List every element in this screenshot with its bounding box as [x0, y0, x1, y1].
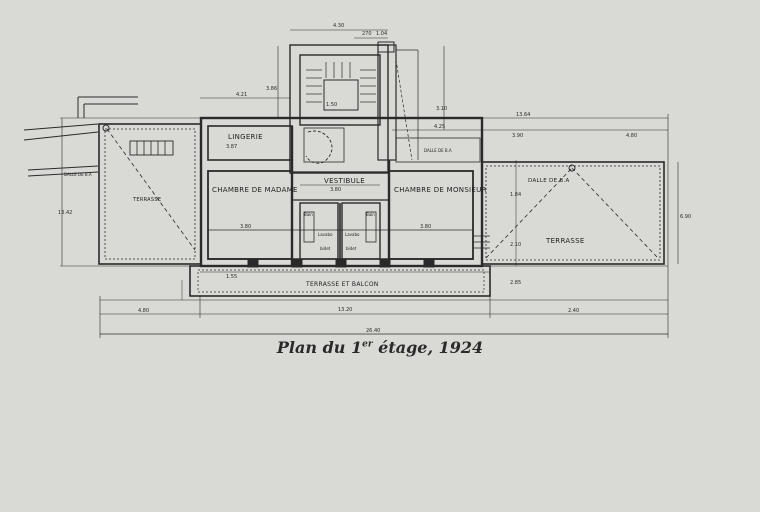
stair-tower — [289, 44, 389, 174]
terrasse-right-label: TERRASSE — [545, 237, 585, 245]
lavabo-left-label: Lavabo — [318, 232, 333, 237]
stair-well — [299, 54, 381, 126]
bain-left-label: Bain — [304, 212, 313, 217]
dim-label: 13.64 — [516, 112, 530, 118]
bidet-left-label: bidet — [320, 246, 331, 251]
dalle-strip — [395, 137, 481, 163]
caption-superscript: er — [362, 339, 373, 350]
terrasse-left-label: TERRASSE — [132, 197, 161, 203]
left-stair-line — [23, 131, 99, 141]
left-stair-line — [27, 171, 99, 177]
spiral-stair — [305, 130, 333, 164]
dim-label: 4.25 — [434, 124, 445, 130]
right-terrace-outline — [481, 161, 665, 265]
chimney-cap — [377, 41, 395, 53]
stair-core — [323, 79, 359, 111]
chambre-madame-label: CHAMBRE DE MADAME — [212, 186, 298, 194]
bidet-right-label: bidet — [346, 246, 357, 251]
lavabo-right-label: Lavabo — [345, 232, 360, 237]
left-stair-line — [23, 123, 99, 131]
dalle-ba-right-label: DALLE DE B.A — [528, 178, 570, 184]
dim-label: 26.40 — [366, 328, 380, 334]
dim-label: 13.42 — [58, 210, 72, 216]
balcony-inner — [197, 269, 485, 293]
dim-label: 3.87 — [226, 144, 237, 150]
dim-label: 1.84 — [510, 192, 521, 198]
dim-label: 2.40 — [568, 308, 579, 314]
caption-prefix: Plan du 1 — [276, 338, 363, 357]
dim-label: 13.20 — [338, 307, 352, 313]
skylight — [129, 140, 174, 156]
bathtub-left — [303, 211, 315, 243]
spiral-stair-box — [303, 127, 345, 163]
left-terrace-slope — [106, 128, 196, 251]
vestibule-label: VESTIBULE — [324, 177, 365, 185]
drawing-caption: Plan du 1er étage, 1924 — [0, 338, 760, 357]
terrasse-balcon-label: TERRASSE ET BALCON — [305, 281, 379, 288]
column — [423, 258, 435, 268]
caption-suffix: étage, 1924 — [372, 338, 484, 357]
column — [247, 258, 259, 268]
duct-diagonal — [395, 59, 413, 161]
left-terrace-inner — [104, 128, 196, 260]
dim-label: 3.10 — [436, 106, 447, 112]
chambre-monsieur-label: CHAMBRE DE MONSIEUR — [394, 186, 487, 194]
dalle-ba-mid-label: DALLE DE B.A — [424, 148, 452, 153]
column — [335, 258, 347, 268]
bathtub-right — [365, 211, 377, 243]
dim-label: 4.80 — [626, 133, 637, 139]
dim-label: 4.80 — [138, 308, 149, 314]
dim-label: 4.30 — [333, 23, 344, 29]
dim-label: 6.90 — [680, 214, 691, 220]
duct-shaft — [377, 44, 397, 161]
dim-label: 3.80 — [420, 224, 431, 230]
left-drain-symbol — [102, 124, 110, 132]
dim-label: 4.21 — [236, 92, 247, 98]
right-drain-symbol — [568, 164, 576, 172]
dim-label: 3.80 — [240, 224, 251, 230]
dim-label: 1.50 — [326, 102, 337, 108]
dim-label: 2.10 — [510, 242, 521, 248]
dim-label: 3.90 — [512, 133, 523, 139]
dim-label: 270 — [362, 31, 372, 37]
dim-label: 1.04 — [376, 31, 387, 37]
dim-label: 2.85 — [510, 280, 521, 286]
right-terrace-inner — [485, 165, 661, 261]
left-stair-line — [27, 165, 99, 171]
bain-right-label: Bain — [366, 212, 375, 217]
dim-label: 1.55 — [226, 274, 237, 280]
dim-label: 3.80 — [330, 187, 341, 193]
dalle-ba-left-label: DALLE DE B.A — [64, 172, 92, 177]
dim-label: 3.86 — [266, 86, 277, 92]
lingerie-label: LINGERIE — [228, 133, 263, 141]
